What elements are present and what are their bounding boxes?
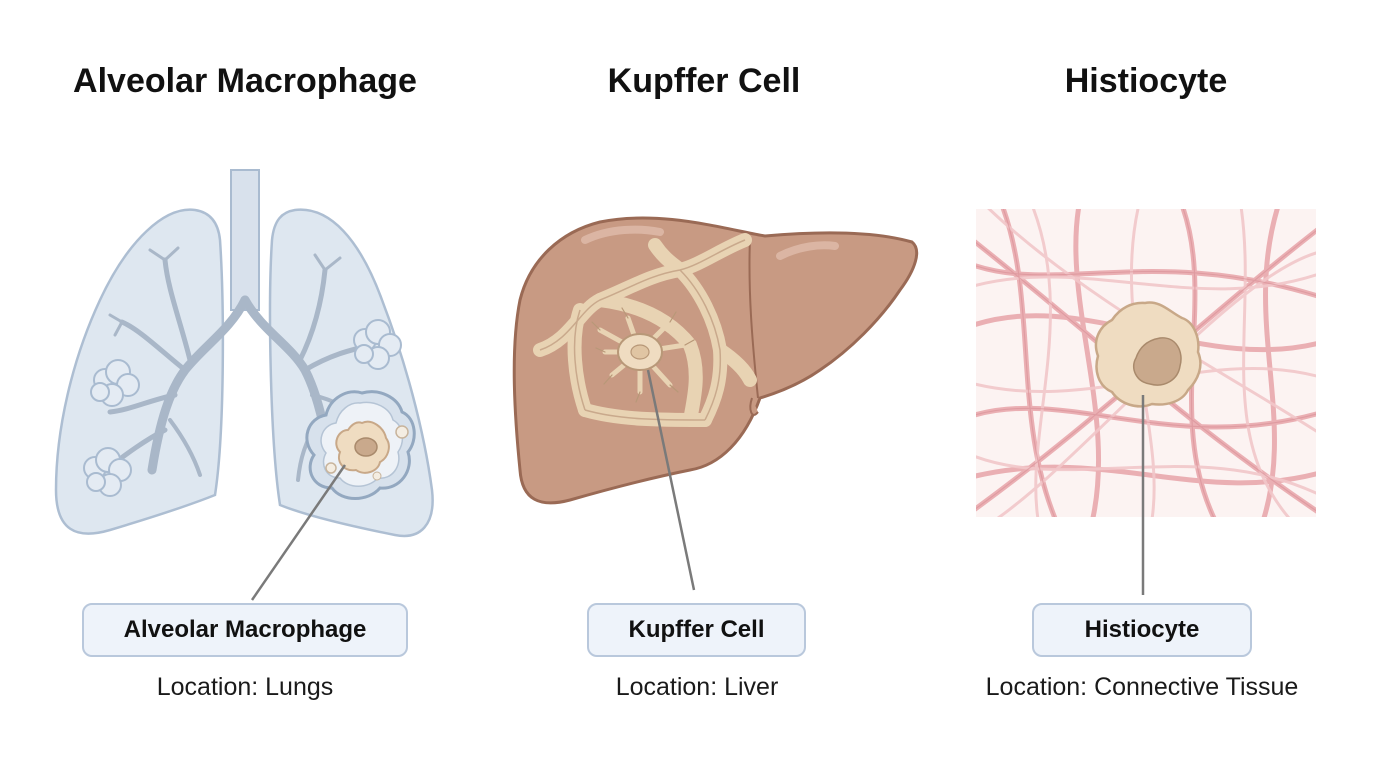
- panel-title-kupffer-cell: Kupffer Cell: [607, 62, 801, 100]
- label-alveolar-macrophage: Alveolar Macrophage: [82, 603, 408, 657]
- location-connective-tissue: Location: Connective Tissue: [985, 673, 1299, 701]
- label-histiocyte: Histiocyte: [1032, 603, 1252, 657]
- lungs-icon: [54, 169, 434, 601]
- liver-icon: [512, 216, 919, 591]
- label-kupffer-cell: Kupffer Cell: [587, 603, 806, 657]
- panel-title-alveolar-macrophage: Alveolar Macrophage: [73, 62, 417, 100]
- location-lungs: Location: Lungs: [156, 673, 334, 701]
- panel-title-histiocyte: Histiocyte: [1064, 62, 1228, 100]
- location-liver: Location: Liver: [615, 673, 779, 701]
- connective-tissue-icon: [976, 209, 1316, 595]
